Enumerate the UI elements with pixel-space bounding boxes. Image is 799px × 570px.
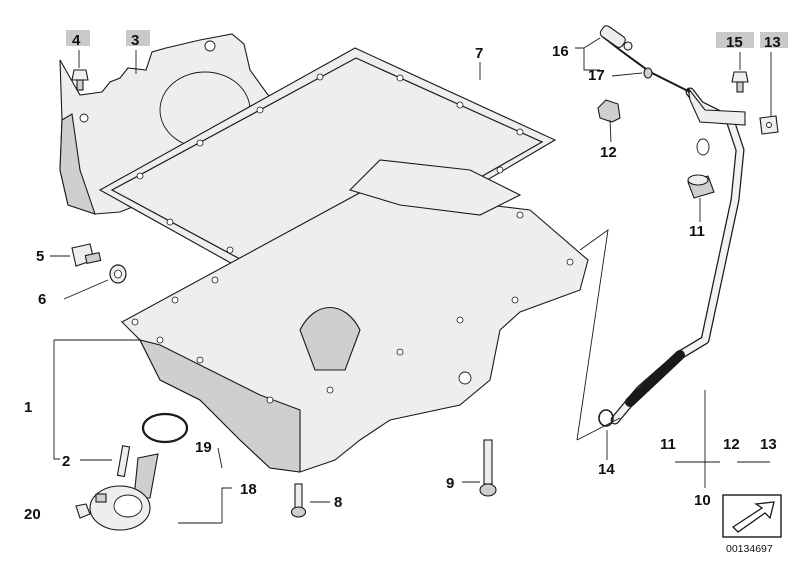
- callout-5[interactable]: 5: [36, 248, 44, 265]
- callout-11-top[interactable]: 11: [689, 223, 705, 240]
- highlight-15: [716, 32, 754, 48]
- callout-12-top[interactable]: 12: [600, 144, 617, 161]
- callout-8[interactable]: 8: [334, 494, 342, 511]
- part-1-oil-pan[interactable]: [121, 159, 589, 473]
- callout-18[interactable]: 18: [240, 481, 257, 498]
- callout-13-bottom[interactable]: 13: [760, 436, 777, 453]
- part-10-dipstick-tube[interactable]: [610, 87, 746, 425]
- part-20-nut[interactable]: [75, 503, 91, 519]
- callout-6[interactable]: 6: [38, 291, 46, 308]
- part-9-bolt[interactable]: [479, 439, 497, 497]
- part-13-clip[interactable]: [759, 115, 779, 135]
- callout-9[interactable]: 9: [446, 475, 454, 492]
- callout-2[interactable]: 2: [62, 453, 70, 470]
- highlight-3: [126, 30, 150, 46]
- part-5-drain-plug[interactable]: [71, 243, 102, 267]
- part-19-o-ring[interactable]: [141, 412, 189, 444]
- part-6-washer[interactable]: [109, 264, 127, 284]
- callout-11-bottom[interactable]: 11: [660, 436, 676, 453]
- callout-4[interactable]: 4: [72, 32, 81, 49]
- callout-12-bottom[interactable]: 12: [723, 436, 740, 453]
- reference-number: 00134697: [726, 543, 773, 555]
- part-12-clip[interactable]: [597, 99, 621, 123]
- callout-7[interactable]: 7: [475, 45, 483, 62]
- callout-3[interactable]: 3: [131, 32, 139, 49]
- orientation-arrow-box: [722, 494, 782, 538]
- part-8-bolt[interactable]: [290, 483, 307, 518]
- part-14-seal-ring[interactable]: [598, 409, 614, 427]
- callout-14[interactable]: 14: [598, 461, 615, 478]
- part-18-oil-sensor[interactable]: [89, 453, 159, 531]
- part-15-bolt[interactable]: [731, 71, 749, 93]
- highlight-13: [760, 32, 788, 48]
- part-2-pin[interactable]: [116, 445, 131, 478]
- highlight-4: [66, 30, 90, 46]
- leader-lines: [50, 37, 772, 524]
- callout-17[interactable]: 17: [588, 67, 605, 84]
- callout-15[interactable]: 15: [726, 34, 743, 51]
- part-17-o-ring[interactable]: [643, 67, 653, 79]
- callout-16[interactable]: 16: [552, 43, 569, 60]
- callout-labels: 4 3 7 5 6 1 2 19 18 20 8 9 16 17 12 15 1…: [24, 30, 788, 523]
- arrow-icon: [731, 501, 775, 533]
- callout-10[interactable]: 10: [694, 492, 711, 509]
- part-4-bolt[interactable]: [71, 69, 89, 91]
- callout-20[interactable]: 20: [24, 506, 41, 523]
- callout-1[interactable]: 1: [24, 399, 32, 416]
- callout-19[interactable]: 19: [195, 439, 212, 456]
- callout-13-top[interactable]: 13: [764, 34, 781, 51]
- part-16-dipstick[interactable]: [599, 24, 691, 93]
- part-11-grommet[interactable]: [687, 174, 715, 199]
